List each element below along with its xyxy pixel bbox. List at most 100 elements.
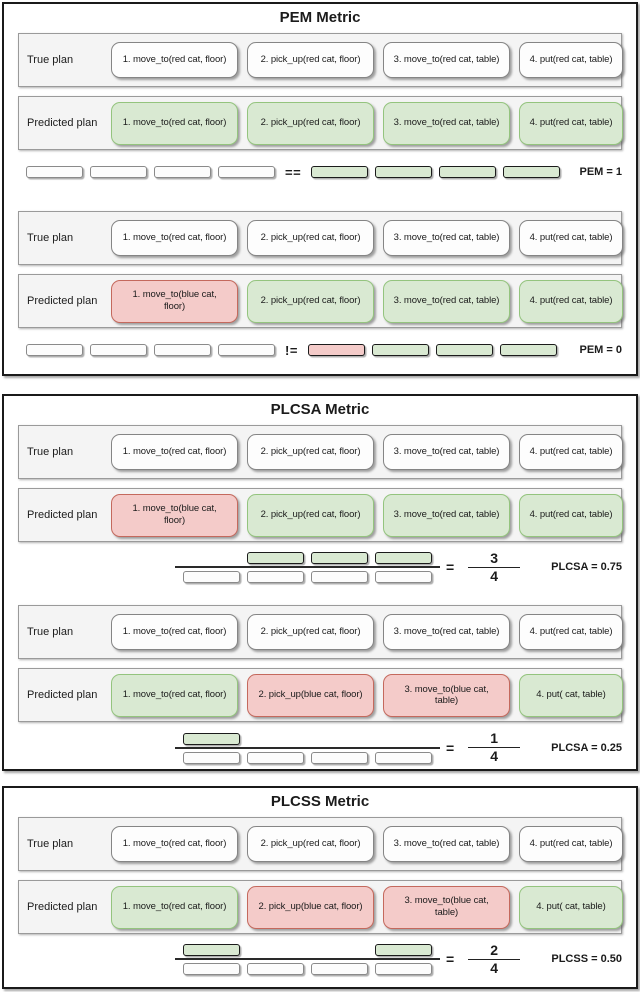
action-box: 1. move_to(red cat, floor) [111, 673, 238, 717]
plan-step-bar [311, 963, 368, 976]
matched-steps-bars [183, 732, 432, 745]
action-text: 4. put(red cat, table) [529, 446, 613, 458]
bar-fraction [175, 732, 440, 764]
total-steps-bars [183, 963, 432, 976]
action-text: 4. put(red cat, table) [529, 54, 613, 66]
matched-step-bar [375, 552, 432, 565]
action-text: 3. move_to(red cat, table) [393, 446, 500, 458]
action-text: 1. move_to(red cat, floor) [122, 446, 227, 458]
action-box: 4. put( cat, table) [519, 885, 623, 929]
metric-example: True plan 1. move_to(red cat, floor) 2. pi… [4, 33, 636, 181]
plan-step-bar [503, 166, 561, 178]
plan-row-label: Predicted plan [27, 689, 98, 702]
action-text: 4. put(red cat, table) [529, 295, 613, 307]
action-box: 3. move_to(red cat, table) [383, 279, 510, 323]
action-text: 4. put(red cat, table) [529, 117, 613, 129]
action-text: 1. move_to(red cat, floor) [122, 232, 227, 244]
metric-result-label: PLCSS = 0.50 [551, 953, 622, 966]
bar-slot [311, 551, 368, 565]
action-text: 2. pick_up(red cat, floor) [260, 838, 361, 850]
matched-step-bar [375, 944, 432, 957]
action-box: 2. pick_up(red cat, floor) [247, 101, 374, 145]
matched-steps-bars [183, 551, 432, 565]
action-box: 1. move_to(red cat, floor) [111, 614, 238, 651]
plan-step-bar [435, 344, 493, 356]
plan-step-bar [90, 344, 147, 356]
matched-step-bar [311, 552, 368, 565]
action-box: 2. pick_up(red cat, floor) [247, 826, 374, 862]
matched-step-bar [183, 732, 240, 745]
action-text: 3. move_to(red cat, table) [393, 295, 500, 307]
action-box: 4. put(red cat, table) [519, 614, 623, 651]
action-text: 2. pick_up(red cat, floor) [260, 54, 361, 66]
bar-slot [247, 943, 304, 955]
plan-step-bar [183, 751, 240, 764]
action-box: 2. pick_up(blue cat, floor) [247, 885, 374, 929]
plan-step-bar [375, 751, 432, 764]
action-text: 3. move_to(red cat, table) [393, 626, 500, 638]
matched-step-bar [183, 944, 240, 957]
plan-row-label: Predicted plan [27, 117, 98, 129]
plan-row-label: True plan [27, 838, 74, 850]
plan-step-bar [311, 166, 369, 178]
metric-result-label: PEM = 0 [579, 344, 623, 356]
plan-step-bar [183, 571, 240, 584]
action-box: 3. move_to(red cat, table) [383, 42, 510, 78]
action-text: 4. put(red cat, table) [529, 626, 613, 638]
total-steps-bars [183, 751, 432, 764]
plan-row-label: True plan [27, 54, 74, 66]
fraction-line [468, 958, 521, 960]
predicted-plan-bars [307, 344, 557, 356]
fraction-denominator: 4 [490, 748, 499, 765]
action-box: 2. pick_up(red cat, floor) [247, 42, 374, 78]
action-text: 4. put(red cat, table) [529, 838, 613, 850]
action-text: 1. move_to(red cat, floor) [122, 117, 227, 129]
panel-title: PLCSA Metric [270, 401, 370, 418]
action-text: 3. move_to(red cat, table) [393, 117, 500, 129]
action-text: 3. move_to(blue cat, table) [404, 895, 489, 918]
action-box: 3. move_to(blue cat, table) [383, 885, 510, 929]
action-box: 2. pick_up(red cat, floor) [247, 493, 374, 537]
action-box: 3. move_to(red cat, table) [383, 101, 510, 145]
action-box: 4. put(red cat, table) [519, 434, 623, 470]
action-text: 4. put( cat, table) [536, 901, 606, 913]
action-text: 2. pick_up(red cat, floor) [260, 232, 361, 244]
action-box: 1. move_to(red cat, floor) [111, 885, 238, 929]
predicted-plan-row: Predicted plan 1. move_to(red cat, floor)… [18, 668, 623, 723]
action-box: 2. pick_up(red cat, floor) [247, 220, 374, 256]
action-box: 4. put(red cat, table) [519, 101, 623, 145]
fraction-numerator: 2 [490, 942, 499, 958]
action-box: 4. put(red cat, table) [519, 279, 623, 323]
plan-step-bar [371, 344, 429, 356]
plan-step-bar [247, 751, 304, 764]
fraction-denominator: 4 [490, 567, 499, 584]
metric-result-label: PLCSA = 0.75 [551, 561, 622, 574]
plan-row-label: True plan [27, 446, 74, 458]
plan-comparison-row: !=PEM = 0 [26, 341, 622, 359]
bar-slot [183, 551, 240, 563]
plan-comparison-row: ==PEM = 1 [26, 163, 622, 181]
plan-step-bar [90, 166, 147, 178]
panel-title: PEM Metric [279, 9, 361, 26]
bar-slot [375, 551, 432, 565]
equals-sign: = [446, 951, 455, 968]
panel-title: PLCSS Metric [270, 793, 370, 810]
bar-fraction [175, 551, 440, 584]
action-text: 2. pick_up(red cat, floor) [260, 509, 361, 521]
bar-slot [375, 943, 432, 957]
plan-row-label: Predicted plan [27, 295, 98, 307]
bar-slot [183, 732, 240, 745]
